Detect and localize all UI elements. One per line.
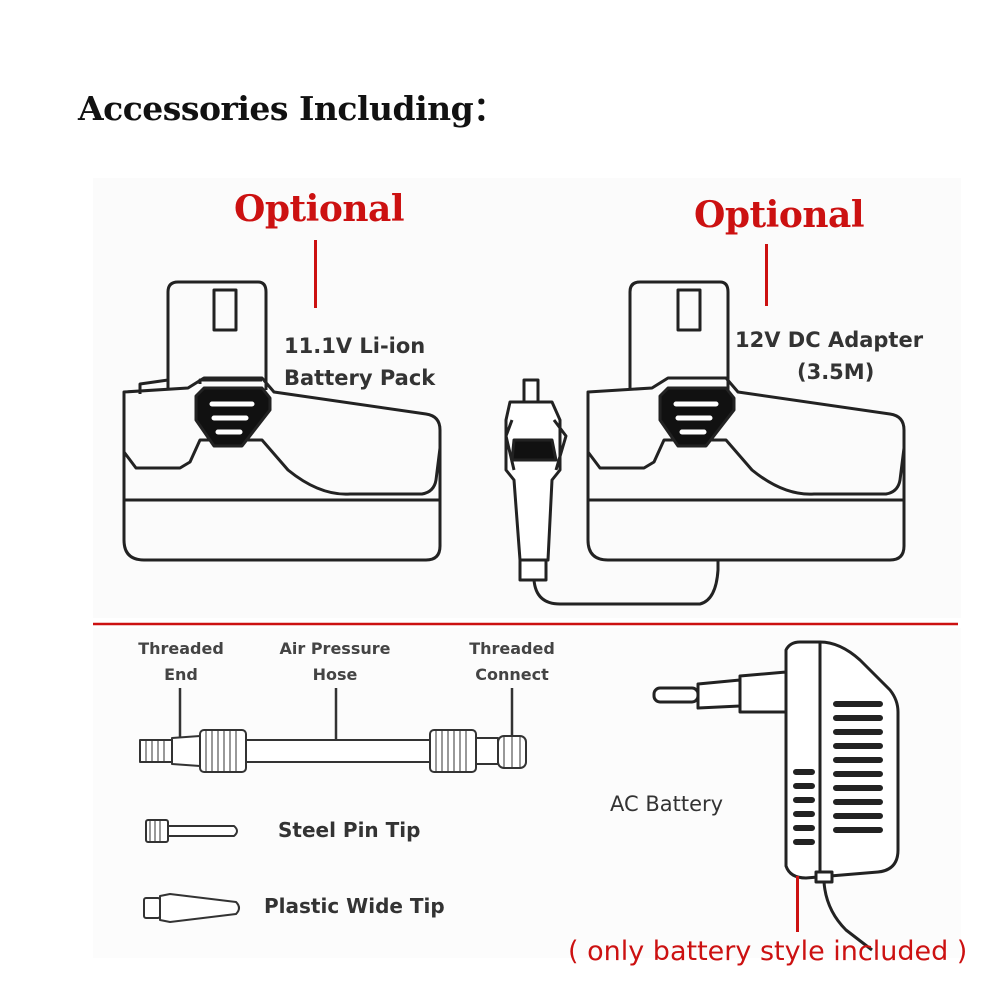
plastic-wide-tip-drawing [143, 893, 240, 923]
optional-label-battery: Optional [234, 188, 405, 230]
battery-pack-label-line1: 11.1V Li-ion [284, 334, 426, 358]
threaded-end-label-line1: Threaded [138, 639, 224, 658]
car-plug-drawing [504, 378, 720, 606]
note-pointer [796, 876, 799, 932]
dc-adapter-base-drawing [586, 280, 906, 562]
air-pressure-hose-label-line2: Hose [312, 665, 358, 684]
optional-pointer-dc-adapter [765, 244, 768, 306]
dc-adapter-label-line2: (3.5M) [797, 360, 875, 384]
threaded-end-label: Threaded End [128, 636, 234, 688]
ac-adapter-drawing [652, 640, 900, 952]
page-title: Accessories Including： [78, 89, 506, 128]
dc-adapter-label: 12V DC Adapter (3.5M) [735, 324, 923, 388]
steel-pin-tip-label: Steel Pin Tip [278, 818, 421, 842]
included-note: ( only battery style included ) [568, 936, 968, 967]
threaded-end-label-line2: End [164, 665, 198, 684]
battery-pack-label-line2: Battery Pack [284, 366, 436, 390]
air-pressure-hose-label: Air Pressure Hose [272, 636, 398, 688]
threaded-connect-label-line2: Connect [475, 665, 549, 684]
air-pressure-hose-drawing [139, 688, 527, 773]
threaded-connect-label-line1: Threaded [469, 639, 555, 658]
threaded-connect-label: Threaded Connect [460, 636, 564, 688]
air-pressure-hose-label-line1: Air Pressure [279, 639, 391, 658]
plastic-wide-tip-label: Plastic Wide Tip [264, 894, 445, 918]
steel-pin-tip-drawing [145, 819, 238, 843]
ac-battery-label: AC Battery [610, 792, 724, 816]
optional-label-dc-adapter: Optional [694, 194, 865, 236]
optional-pointer-battery [314, 240, 317, 308]
battery-pack-drawing [122, 280, 442, 562]
battery-pack-label: 11.1V Li-ion Battery Pack [284, 330, 435, 394]
dc-adapter-label-line1: 12V DC Adapter [735, 328, 924, 352]
